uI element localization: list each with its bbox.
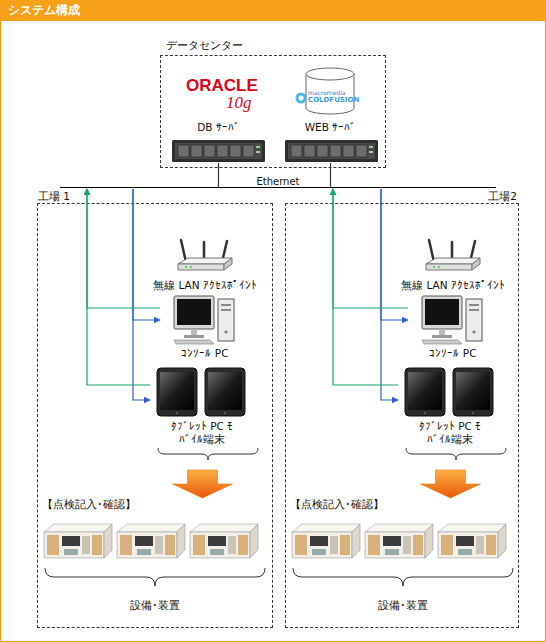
access-point: 無線 LAN ｱｸｾｽﾎﾟｲﾝﾄ: [393, 235, 513, 293]
brace: [45, 568, 265, 586]
page-title: システム構成: [8, 3, 80, 17]
factory-zone: 工場 1 無線 LAN ｱｸｾｽﾎﾟｲﾝﾄ ｺﾝｿｰﾙ PC ﾀﾌﾞﾚｯﾄ PC ﾓﾊ…: [37, 190, 273, 628]
tablet-terminal: ﾀﾌﾞﾚｯﾄ PC ﾓﾊﾞｲﾙ端末: [398, 366, 503, 446]
node-label: 設備･装置: [288, 599, 518, 612]
node-label: 工場 1: [38, 190, 70, 203]
network-link: [381, 189, 398, 400]
logo-swirl: [299, 96, 304, 101]
console-pc: ｺﾝｿｰﾙ PC: [408, 296, 498, 360]
factory-zone: 工場2 無線 LAN ｱｸｾｽﾎﾟｲﾝﾄ ｺﾝｿｰﾙ PC ﾀﾌﾞﾚｯﾄ PC ﾓﾊﾞ…: [285, 190, 519, 628]
network-link: [218, 163, 219, 187]
access-point-image: [178, 240, 232, 270]
node-label: ﾀﾌﾞﾚｯﾄ PC ﾓﾊﾞｲﾙ端末: [166, 420, 238, 446]
tablet-terminal: ﾀﾌﾞﾚｯﾄ PC ﾓﾊﾞｲﾙ端末: [150, 366, 255, 446]
server-image: [172, 140, 265, 162]
equipment-image: [292, 524, 360, 558]
equipment-image: [44, 524, 112, 558]
access-point-image: [426, 240, 480, 270]
network-link: [133, 189, 160, 320]
tablet-image: [205, 368, 245, 416]
ethernet-bus: Ethernet: [60, 187, 496, 189]
brace: [406, 448, 506, 460]
equipment-group: 【点検記入･確認】設備･装置: [288, 498, 518, 616]
node-label: 工場2: [285, 190, 517, 203]
server-box: WEB ｻｰﾊﾞ: [283, 66, 378, 163]
header-bar: [0, 0, 546, 21]
node-label: ｺﾝｿｰﾙ PC: [408, 347, 498, 360]
network-link: [333, 189, 408, 308]
database-cylinder: [306, 68, 354, 80]
node-label: DB ｻｰﾊﾞ: [170, 121, 267, 134]
tablet-image: [405, 368, 445, 416]
node-label: Ethernet: [60, 175, 496, 188]
console-pc-image: [174, 296, 234, 344]
node-label: ｺﾝｿｰﾙ PC: [160, 347, 250, 360]
network-link: [133, 189, 150, 400]
flow-arrow: [421, 470, 481, 498]
network-link: [87, 189, 160, 308]
equipment-group: 【点検記入･確認】設備･装置: [40, 498, 270, 616]
node-label: データセンター: [166, 39, 243, 52]
access-point: 無線 LAN ｱｸｾｽﾎﾟｲﾝﾄ: [145, 235, 265, 293]
node-label: 【点検記入･確認】: [290, 498, 384, 511]
node-label: ﾀﾌﾞﾚｯﾄ PC ﾓﾊﾞｲﾙ端末: [414, 420, 486, 446]
console-pc-image: [422, 296, 482, 344]
node-label: 無線 LAN ｱｸｾｽﾎﾟｲﾝﾄ: [393, 279, 513, 292]
network-link: [87, 189, 150, 385]
node-label: 設備･装置: [40, 599, 270, 612]
equipment-image: [190, 524, 258, 558]
node-label: WEB ｻｰﾊﾞ: [283, 121, 378, 134]
brace: [293, 568, 513, 586]
equipment-image: [117, 524, 185, 558]
network-link: [330, 163, 331, 187]
flow-arrow: [173, 470, 233, 498]
console-pc: ｺﾝｿｰﾙ PC: [160, 296, 250, 360]
network-link: [381, 189, 408, 320]
equipment-image: [438, 524, 506, 558]
tablet-image: [453, 368, 493, 416]
network-link: [333, 189, 398, 385]
node-label: 無線 LAN ｱｸｾｽﾎﾟｲﾝﾄ: [145, 279, 265, 292]
equipment-image: [365, 524, 433, 558]
node-label: 【点検記入･確認】: [42, 498, 136, 511]
logo-text: macromedia: [308, 89, 346, 96]
brace: [158, 448, 258, 460]
logo-swirl: [296, 93, 307, 104]
logo-text: 10g: [226, 93, 252, 113]
server-image: [285, 140, 378, 162]
tablet-image: [157, 368, 197, 416]
logo-text: COLDFUSION: [308, 96, 359, 104]
